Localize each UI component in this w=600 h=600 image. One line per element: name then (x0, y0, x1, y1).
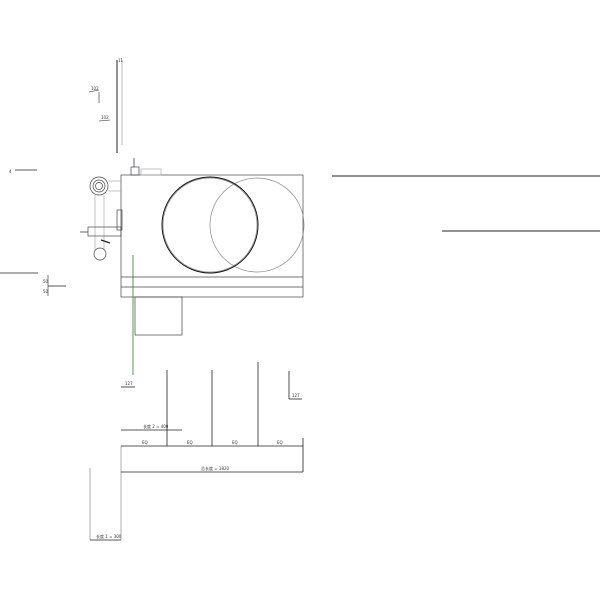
dim-left-low-a: 50 (43, 279, 49, 284)
dim-left-low-b: 50 (43, 289, 49, 294)
dim-top-small: 11 (118, 58, 124, 63)
dim-eq-1: EQ (142, 440, 148, 445)
dim-127-left: 127 (125, 381, 133, 386)
dim-total-length: 总长度 = 1820 (201, 465, 230, 471)
dim-eq-4: EQ (277, 440, 283, 445)
dim-top-a: 102 (91, 86, 99, 91)
dim-eq-2: EQ (187, 440, 193, 445)
dimension-chain (89, 362, 304, 541)
dim-eq-3: EQ (232, 440, 238, 445)
dim-top-b: 102 (101, 115, 109, 120)
dim-length2: 长度 2 = 400 (143, 423, 169, 429)
equipment-plan (87, 166, 305, 336)
top-vertical-guides (98, 60, 123, 153)
dim-left-mark: 4 (9, 169, 12, 174)
dim-length1: 长度 1 = 300 (96, 533, 122, 539)
dim-127-right: 127 (292, 393, 300, 398)
callout (100, 239, 111, 244)
